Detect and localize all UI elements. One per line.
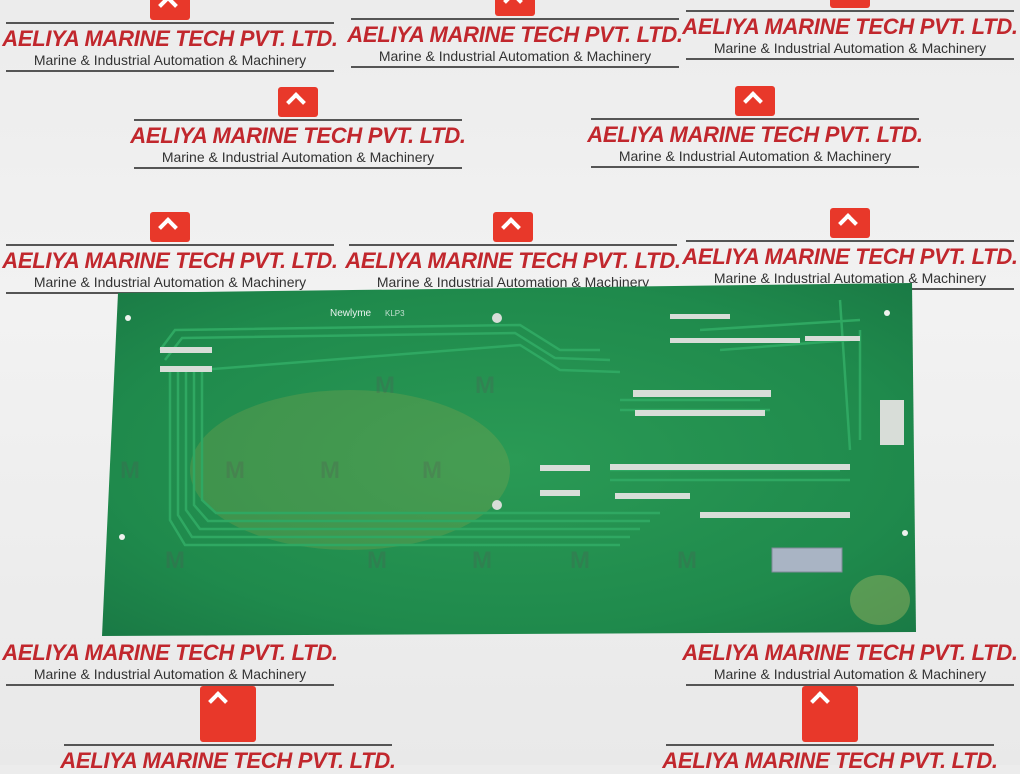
svg-text:M: M: [677, 547, 697, 574]
logo-icon: [493, 212, 533, 242]
logo-icon: [830, 0, 870, 8]
watermark-subtitle: Marine & Industrial Automation & Machine…: [591, 148, 919, 168]
svg-text:M: M: [225, 457, 245, 484]
watermark: AELIYA MARINE TECH PVT. LTD.Marine & Ind…: [0, 638, 340, 686]
watermark: AELIYA MARINE TECH PVT. LTD.Marine & Ind…: [343, 212, 683, 294]
logo-icon: [200, 686, 256, 742]
logo-icon: [150, 212, 190, 242]
watermark: AELIYA MARINE TECH PVT. LTD.Marine & Ind…: [585, 86, 925, 168]
watermark: AELIYA MARINE TECH PVT. LTD.Marine & Ind…: [0, 212, 340, 294]
watermark-title: AELIYA MARINE TECH PVT. LTD.: [682, 14, 1018, 39]
watermark: AELIYA MARINE TECH PVT. LTD.Marine & Ind…: [128, 87, 468, 169]
logo-icon: [150, 0, 190, 20]
logo-icon: [802, 686, 858, 742]
logo-icon: [495, 0, 535, 16]
watermark-title: AELIYA MARINE TECH PVT. LTD.: [682, 244, 1018, 269]
watermark-title: AELIYA MARINE TECH PVT. LTD.: [130, 123, 466, 148]
svg-text:M: M: [472, 547, 492, 574]
svg-text:M: M: [165, 547, 185, 574]
svg-text:M: M: [475, 372, 495, 399]
watermark: AELIYA MARINE TECH PVT. LTD.Marine & Ind…: [680, 0, 1020, 60]
watermark: AELIYA MARINE TECH PVT. LTD.Marine & Ind…: [680, 638, 1020, 686]
watermark: AELIYA MARINE TECH PVT. LTD.Marine & Ind…: [0, 0, 340, 72]
board-substrate: [102, 283, 916, 636]
watermark-title: AELIYA MARINE TECH PVT. LTD.: [2, 26, 338, 51]
watermark-title: AELIYA MARINE TECH PVT. LTD.: [682, 640, 1018, 665]
board-part-number: KLP3: [385, 309, 405, 318]
watermark-subtitle: Marine & Industrial Automation & Machine…: [6, 666, 334, 686]
svg-text:M: M: [375, 372, 395, 399]
watermark: AELIYA MARINE TECH PVT. LTD.Marine & Ind…: [345, 0, 685, 68]
watermark-subtitle: Marine & Industrial Automation & Machine…: [686, 40, 1014, 60]
logo-icon: [735, 86, 775, 116]
watermark-title: AELIYA MARINE TECH PVT. LTD.: [2, 640, 338, 665]
solder-pads: [160, 313, 904, 518]
watermark-letters: M M M M M M M M M M M: [120, 372, 697, 574]
svg-text:M: M: [422, 457, 442, 484]
ribbon-connector: [771, 547, 843, 573]
svg-text:M: M: [367, 547, 387, 574]
watermark-title: AELIYA MARINE TECH PVT. LTD.: [347, 22, 683, 47]
watermark-subtitle: Marine & Industrial Automation & Machine…: [6, 52, 334, 72]
traces: [159, 299, 862, 547]
watermark-subtitle: Marine & Industrial Automation & Machine…: [134, 149, 462, 169]
board-label: Newlyme: [330, 308, 372, 319]
watermark-title: AELIYA MARINE TECH PVT. LTD.: [587, 122, 923, 147]
watermark-subtitle: Marine & Industrial Automation & Machine…: [351, 48, 679, 68]
logo-icon: [278, 87, 318, 117]
svg-text:M: M: [320, 457, 340, 484]
svg-text:M: M: [570, 547, 590, 574]
watermark-title: AELIYA MARINE TECH PVT. LTD.: [345, 248, 681, 273]
logo-icon: [830, 208, 870, 238]
svg-text:M: M: [120, 457, 140, 484]
watermark-subtitle: Marine & Industrial Automation & Machine…: [686, 666, 1014, 686]
watermark-title: AELIYA MARINE TECH PVT. LTD.: [2, 248, 338, 273]
